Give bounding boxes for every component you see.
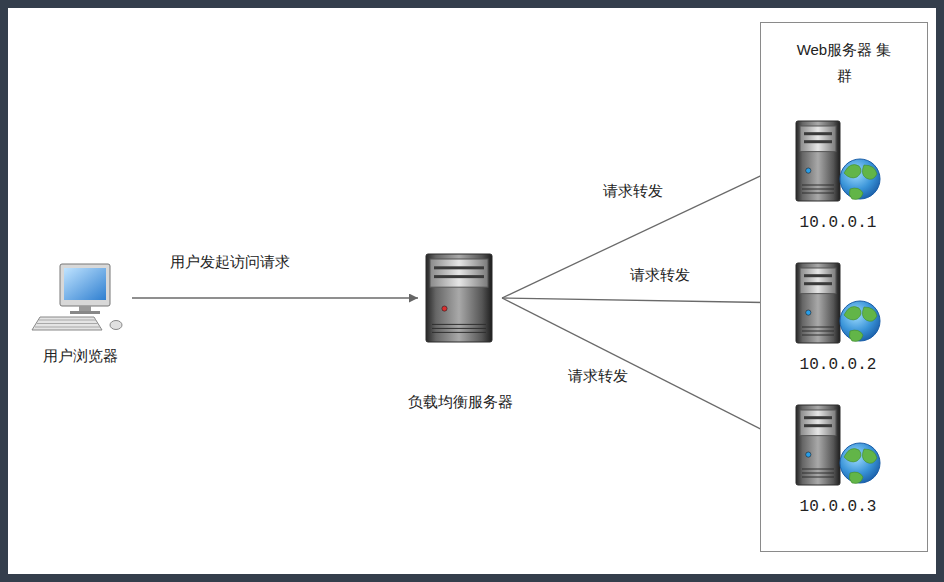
continent — [849, 188, 863, 199]
drive-slot — [434, 275, 484, 278]
key-row — [35, 327, 100, 328]
web-server: 10.0.0.1 — [789, 119, 887, 233]
server-icon — [794, 261, 882, 345]
browser-computer: 用户浏览器 — [25, 262, 135, 366]
drive-slot — [804, 140, 832, 143]
status-led — [806, 452, 811, 457]
web-server: 10.0.0.3 — [789, 403, 887, 517]
vent-line — [802, 189, 834, 190]
node-label: 负载均衡服务器 — [408, 392, 513, 412]
vent-line — [802, 335, 834, 336]
drive-slot — [804, 424, 832, 427]
server-body — [796, 263, 840, 343]
globe-symbol — [840, 443, 880, 483]
vent-line — [802, 185, 834, 186]
server-body — [426, 254, 492, 342]
globe — [840, 159, 880, 199]
globe-symbol — [840, 159, 880, 199]
cluster-contents: 10.0.0.1 10.0.0.2 10.0.0.3 — [761, 23, 927, 551]
drive-slot — [804, 416, 832, 419]
globe — [840, 301, 880, 341]
server-cluster-box: Web服务器 集群 10.0.0.1 10.0.0.2 10.0.0.3 — [760, 22, 928, 552]
server-panel — [800, 126, 836, 152]
computer-icon — [30, 262, 130, 334]
edge-label: 请求转发 — [601, 181, 665, 201]
server-body — [796, 405, 840, 485]
connector-arrow — [502, 298, 792, 303]
edge-label: 请求转发 — [566, 366, 630, 386]
continent — [849, 472, 863, 483]
continent — [862, 307, 877, 321]
monitor-screen — [64, 268, 106, 300]
node-label: 用户浏览器 — [43, 346, 118, 366]
continent — [862, 165, 877, 179]
drive-slot — [804, 274, 832, 277]
monitor-base — [70, 311, 100, 314]
continent — [844, 449, 861, 462]
connector-arrow — [132, 297, 418, 298]
connector-arrow — [502, 298, 792, 445]
server-icon — [794, 403, 882, 487]
mouse — [110, 321, 122, 330]
vent-line — [432, 332, 486, 333]
drive-slot — [804, 132, 832, 135]
web-server: 10.0.0.2 — [789, 261, 887, 375]
vent-line — [802, 331, 834, 332]
connector-arrow — [502, 161, 792, 298]
ip-address: 10.0.0.3 — [800, 497, 877, 517]
vent-line — [802, 477, 834, 478]
server-body — [796, 121, 840, 201]
server-icon — [794, 119, 882, 203]
load-balancer-server: 负载均衡服务器 — [403, 252, 518, 412]
edge-label: 用户发起访问请求 — [168, 252, 292, 272]
vent-line — [432, 324, 486, 325]
status-led — [806, 310, 811, 315]
drive-slot — [804, 282, 832, 285]
server-panel — [430, 259, 488, 287]
server-icon — [420, 252, 500, 344]
globe — [840, 443, 880, 483]
vent-line — [802, 193, 834, 194]
server-panel — [800, 410, 836, 436]
globe-symbol — [840, 301, 880, 341]
continent — [862, 449, 877, 463]
edge-label: 请求转发 — [628, 265, 692, 285]
monitor-frame — [60, 264, 110, 306]
ip-address: 10.0.0.2 — [800, 355, 877, 375]
continent — [849, 330, 863, 341]
monitor-stand — [79, 306, 91, 311]
key-row — [37, 323, 98, 324]
keyboard — [32, 317, 102, 330]
key-row — [39, 320, 96, 321]
status-led — [442, 306, 447, 311]
ip-address: 10.0.0.1 — [800, 213, 877, 233]
vent-line — [802, 469, 834, 470]
vent-line — [802, 327, 834, 328]
server-panel — [800, 268, 836, 294]
vent-line — [432, 328, 486, 329]
drive-slot — [434, 266, 484, 269]
continent — [844, 165, 861, 178]
cluster-title: Web服务器 集群 — [795, 37, 893, 89]
vent-line — [802, 473, 834, 474]
continent — [844, 307, 861, 320]
status-led — [806, 168, 811, 173]
